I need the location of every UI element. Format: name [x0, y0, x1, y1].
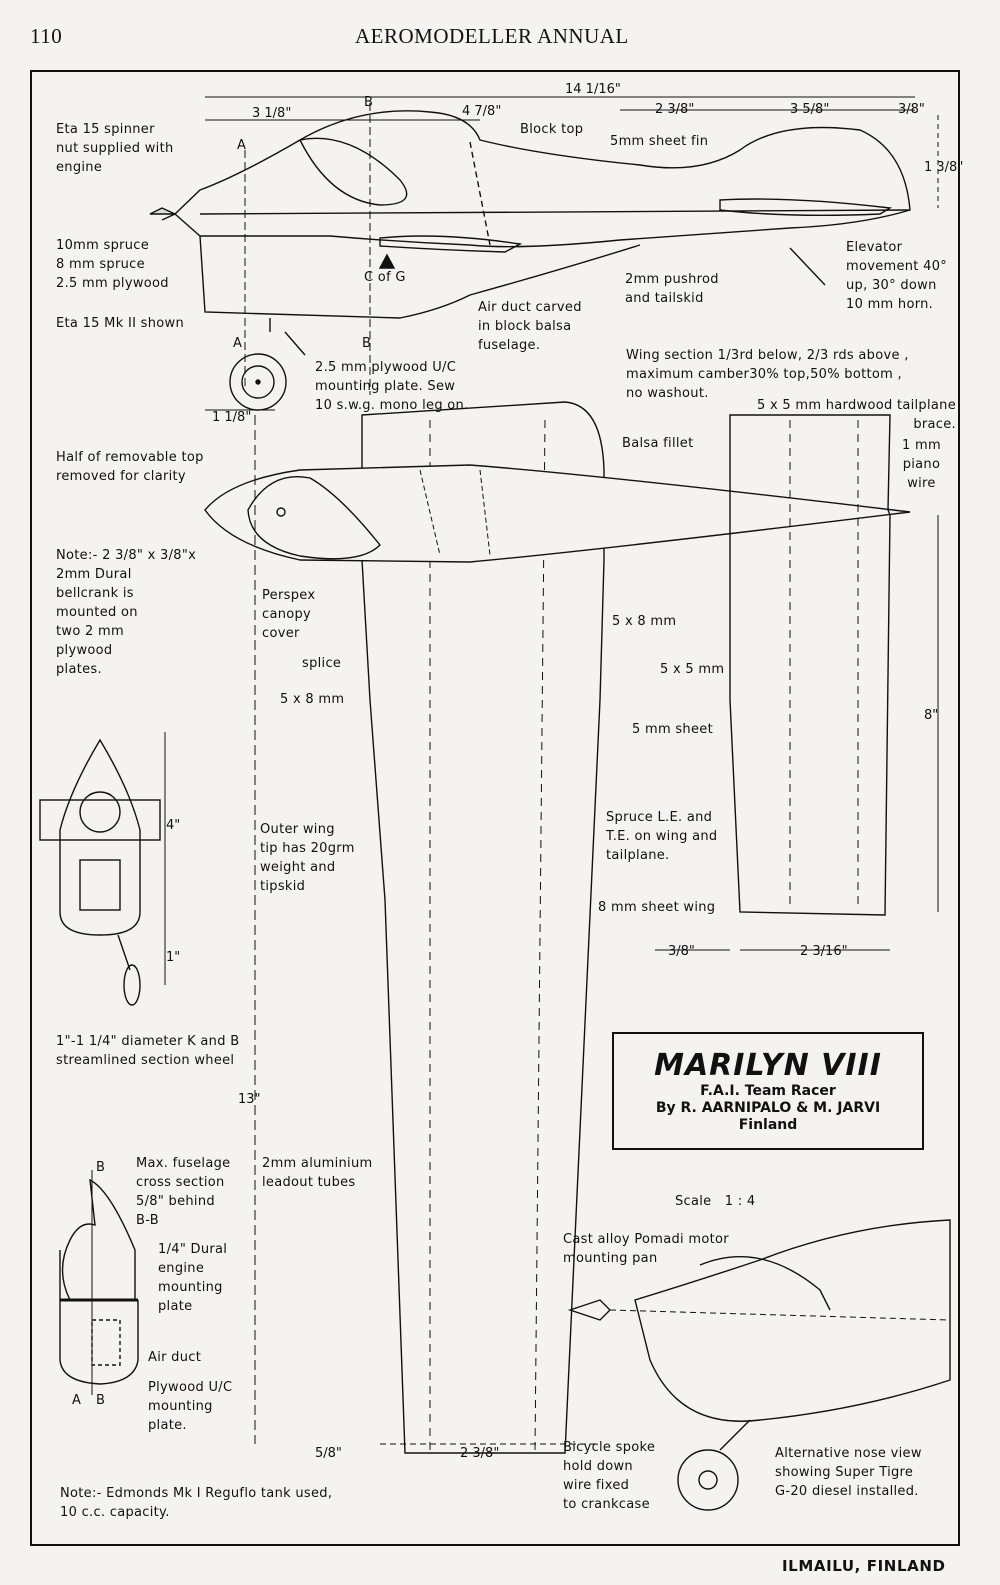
alternative-nose-label: Alternative nose view showing Super Tigr…: [775, 1446, 922, 1499]
title-block: MARILYN VIII F.A.I. Team Racer By R. AAR…: [612, 1032, 924, 1150]
leadout-label: 2mm aluminium leadout tubes: [262, 1156, 373, 1190]
cg-label: C of G: [364, 270, 406, 285]
plan-view-fuselage: [204, 464, 911, 563]
fin-label: 5mm sheet fin: [610, 134, 709, 149]
front-height-dim: 4": [166, 818, 181, 833]
balsa-fillet-label: Balsa fillet: [622, 436, 694, 451]
te-5x8-label: 5 x 8 mm: [612, 614, 677, 629]
section-a-label: A: [72, 1393, 81, 1408]
spoke-label: Bicycle spoke hold down wire fixed to cr…: [563, 1440, 656, 1512]
dural-plate-label: 1/4" Dural engine mounting plate: [158, 1242, 228, 1314]
model-class: F.A.I. Team Racer: [700, 1083, 836, 1099]
dim-cockpit: 4 7/8": [462, 104, 502, 119]
model-authors: By R. AARNIPALO & M. JARVI: [655, 1100, 881, 1116]
spinner-label: Eta 15 spinner nut supplied with engine: [56, 122, 174, 175]
dim-tip: 3/8": [898, 102, 925, 117]
pushrod-label: 2mm pushrod and tailskid: [625, 272, 719, 306]
air-duct-label: Air duct carved in block balsa fuselage.: [478, 300, 582, 353]
source-credit: ILMAILU, FINLAND: [782, 1557, 946, 1575]
plan-view-tailplane: [655, 414, 939, 951]
wing-span-dim: 13": [238, 1092, 261, 1107]
tailplane-brace-label: 5 x 5 mm hardwood tailplane brace.: [756, 398, 956, 432]
dim-mid: 2 3/8": [655, 102, 695, 117]
spruce10-label: 10mm spruce: [56, 238, 150, 253]
pomadi-label: Cast alloy Pomadi motor mounting pan: [563, 1232, 729, 1266]
spruce-le-label: Spruce L.E. and T.E. on wing and tailpla…: [606, 810, 718, 863]
removable-top-label: Half of removable top removed for clarit…: [56, 450, 204, 484]
wing-offset-dim: 5/8": [315, 1446, 342, 1461]
section-b1-mark: B: [362, 336, 371, 351]
tank-note: Note:- Edmonds Mk I Reguflo tank used, 1…: [60, 1486, 333, 1520]
model-name: MARILYN VIII: [654, 1048, 882, 1083]
section-b-top-label: B: [96, 1160, 105, 1175]
wing-tip-label: Outer wing tip has 20grm weight and tips…: [260, 822, 355, 894]
dim-tail: 3 5/8": [790, 102, 830, 117]
side-view-dimensions: [205, 96, 939, 411]
front-wheel-dim: 1": [166, 950, 181, 965]
tail-offset-dim: 3/8": [668, 944, 695, 959]
section-a-mark: A: [237, 138, 246, 153]
block-top-label: Block top: [520, 122, 584, 137]
section-b-mark: B: [364, 95, 373, 110]
tail-sheet-label: 5 mm sheet: [632, 722, 713, 737]
piano-wire-label: 1 mm piano wire: [902, 438, 941, 491]
max-section-label: Max. fuselage cross section 5/8" behind …: [136, 1156, 231, 1228]
canopy-label: Perspex canopy cover: [262, 588, 316, 641]
section-a1-mark: A: [233, 336, 242, 351]
splice-label: splice: [302, 656, 342, 671]
model-country: Finland: [738, 1117, 798, 1133]
tail-5x5-label: 5 x 5 mm: [660, 662, 725, 677]
spruce8-label: 8 mm spruce: [56, 257, 145, 272]
plywood-label: 2.5 mm plywood: [56, 276, 169, 291]
wheel-note: 1"-1 1/4" diameter K and B streamlined s…: [56, 1034, 240, 1068]
dim-wheel-offset: 1 1/8": [212, 410, 252, 425]
wing-sheet-label: 8 mm sheet wing: [598, 900, 716, 915]
section-uc-plate-label: Plywood U/C mounting plate.: [148, 1380, 233, 1433]
alt-nose-view: [567, 1219, 951, 1511]
drawing-frame: [30, 70, 960, 1546]
section-b-label: B: [96, 1393, 105, 1408]
engine-label: Eta 15 Mk II shown: [56, 316, 184, 331]
tail-chord-dim: 2 3/16": [800, 944, 848, 959]
wing-tip-chord-dim: 2 3/8": [460, 1446, 500, 1461]
scale-label: Scale 1 : 4: [675, 1194, 756, 1209]
bellcrank-note: Note:- 2 3/8" x 3/8"x 2mm Dural bellcran…: [56, 548, 197, 677]
wing-section-label: Wing section 1/3rd below, 2/3 rds above …: [626, 348, 909, 401]
running-header: AEROMODELLER ANNUAL: [355, 24, 629, 48]
tailplane-span-dim: 8": [924, 708, 939, 723]
cross-section: [59, 1170, 139, 1395]
page-number: 110: [30, 24, 63, 48]
le-5x8-label: 5 x 8 mm: [280, 692, 345, 707]
elevator-label: Elevator movement 40° up, 30° down 10 mm…: [846, 240, 948, 312]
dim-nose: 3 1/8": [252, 106, 292, 121]
section-air-duct-label: Air duct: [148, 1350, 202, 1365]
dim-fin-height: 1 3/8": [924, 160, 964, 175]
front-view: [39, 415, 256, 1444]
overall-length-dim: 14 1/16": [565, 82, 621, 97]
side-view-fuselage: [149, 110, 911, 411]
plan-view-wing: [361, 401, 605, 1454]
uc-plate-label: 2.5 mm plywood U/C mounting plate. Sew 1…: [315, 360, 469, 413]
